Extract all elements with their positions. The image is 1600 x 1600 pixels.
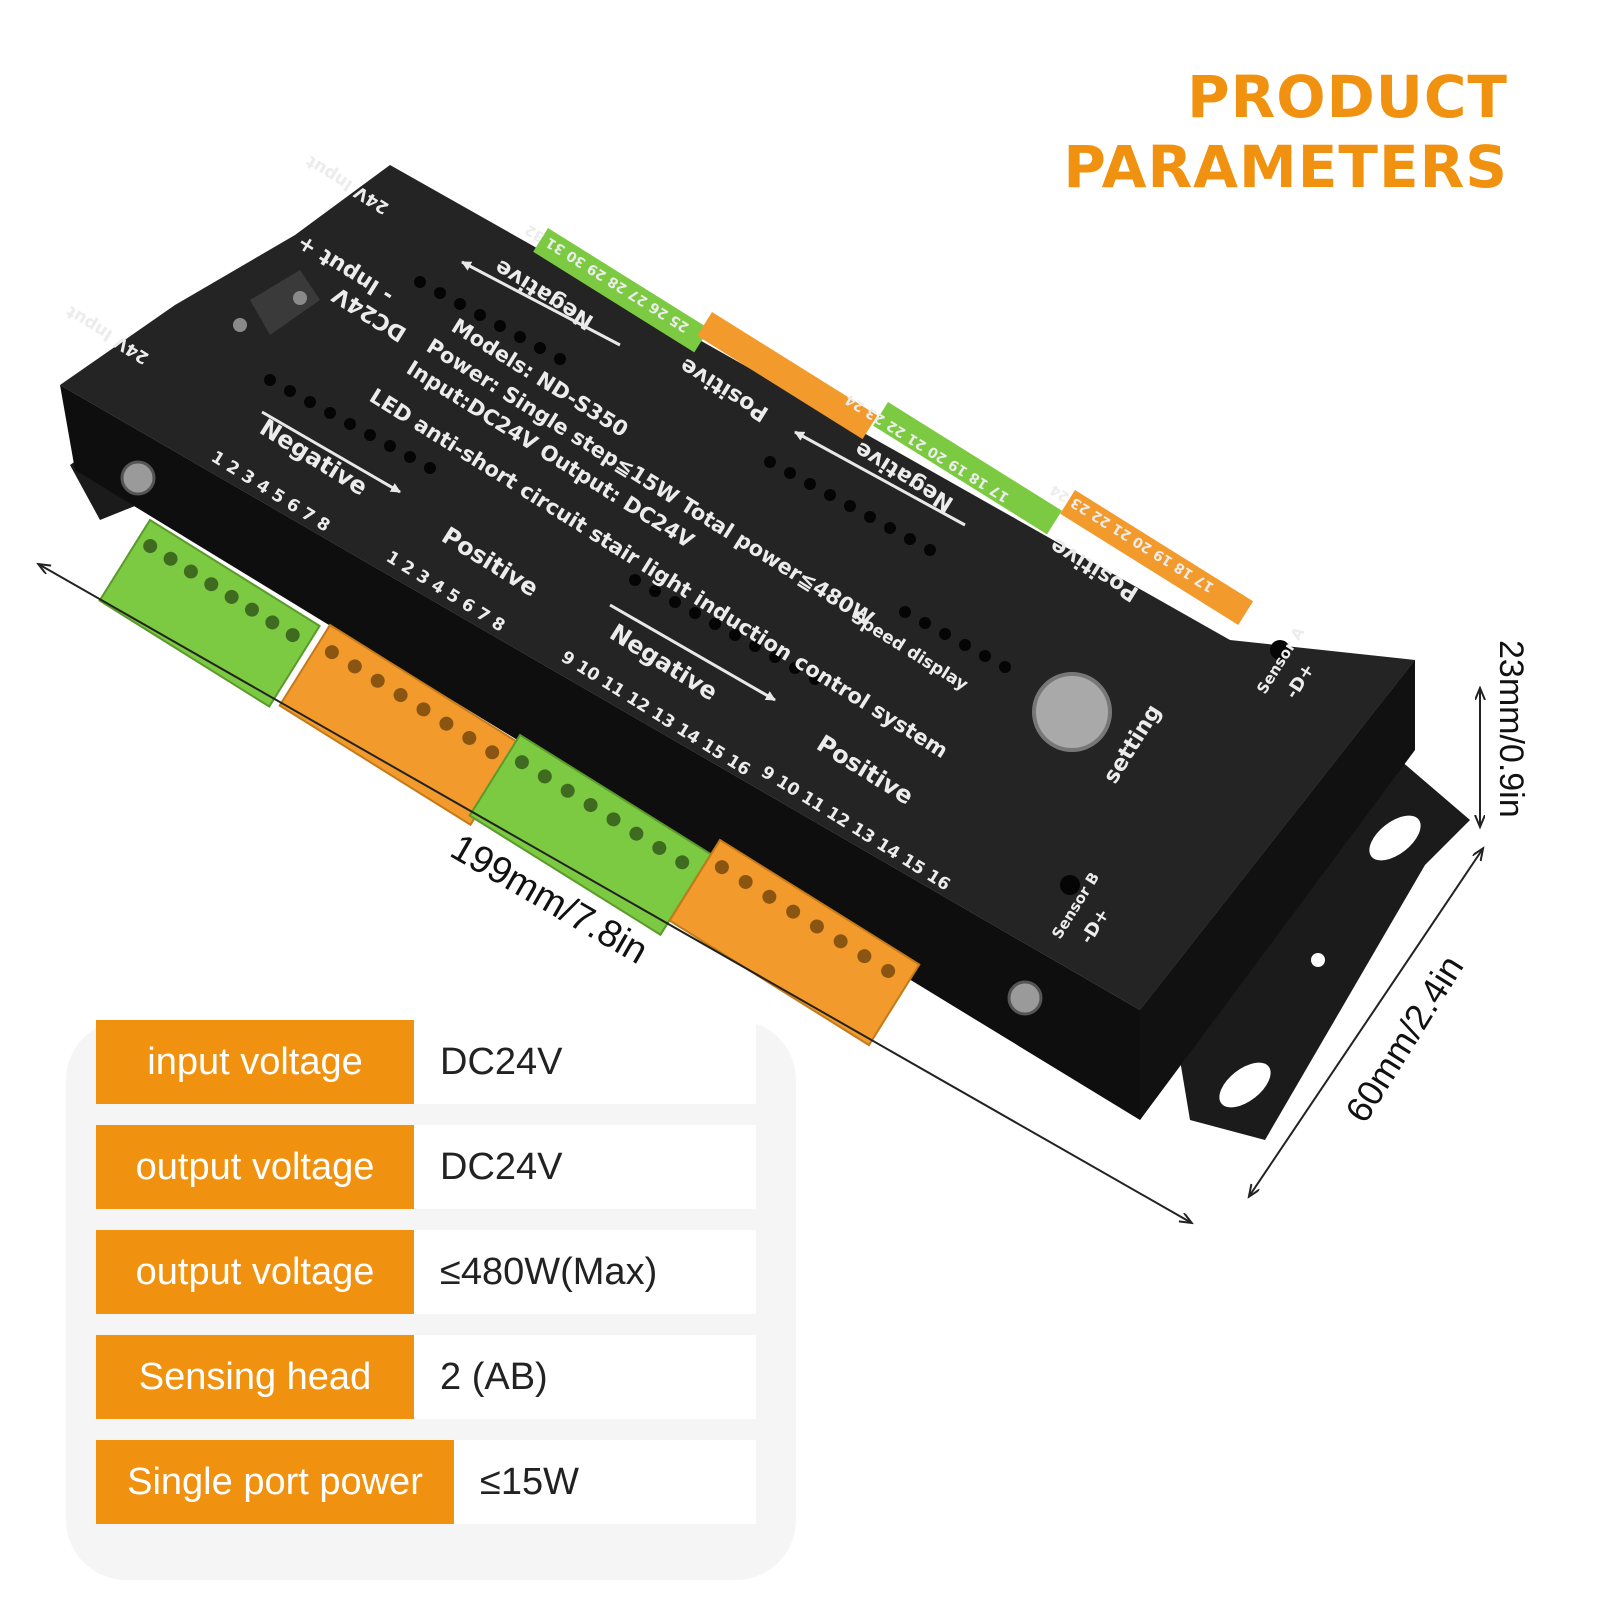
screw-left <box>120 460 156 496</box>
param-value: ≤480W(Max) <box>414 1230 756 1314</box>
param-value: DC24V <box>414 1020 756 1104</box>
arrow-negative-1-8 <box>261 410 401 494</box>
param-row: output voltage DC24V <box>96 1125 756 1209</box>
heading-line-1: PRODUCT <box>1187 63 1508 131</box>
input-screw-1 <box>233 318 247 332</box>
arrow-negative-25-32 <box>461 260 621 347</box>
param-row: Sensing head 2 (AB) <box>96 1335 756 1419</box>
input-screw-2 <box>293 291 307 305</box>
product-parameters-heading: PRODUCT PARAMETERS <box>1063 62 1508 202</box>
screw-right <box>1007 980 1043 1016</box>
param-row: Single port power ≤15W <box>96 1440 756 1524</box>
param-label: Single port power <box>96 1440 454 1524</box>
dimension-length-line <box>40 565 1190 1222</box>
arrow-negative-17-24 <box>794 430 966 527</box>
param-label: Sensing head <box>96 1335 414 1419</box>
terminal-block-25-32 <box>533 228 710 353</box>
param-label: output voltage <box>96 1230 414 1314</box>
param-row: output voltage ≤480W(Max) <box>96 1230 756 1314</box>
heading-line-2: PARAMETERS <box>1063 133 1508 201</box>
param-label: output voltage <box>96 1125 414 1209</box>
terminal-block-positive-17-24 <box>1060 490 1254 626</box>
setting-button <box>1032 672 1112 752</box>
terminal-block-positive-25-32 <box>697 312 878 440</box>
dimension-height: 23mm/0.9in <box>1492 640 1530 818</box>
param-label: input voltage <box>96 1020 414 1104</box>
input-terminal <box>250 270 320 335</box>
terminal-block-17-24 <box>873 402 1062 535</box>
param-value: 2 (AB) <box>414 1335 756 1419</box>
sensor-a-port <box>1270 640 1290 660</box>
param-value: DC24V <box>414 1125 756 1209</box>
param-value: ≤15W <box>454 1440 756 1524</box>
flange-hole <box>1311 953 1325 967</box>
param-row: input voltage DC24V <box>96 1020 756 1104</box>
dimension-width-line <box>1250 850 1482 1195</box>
